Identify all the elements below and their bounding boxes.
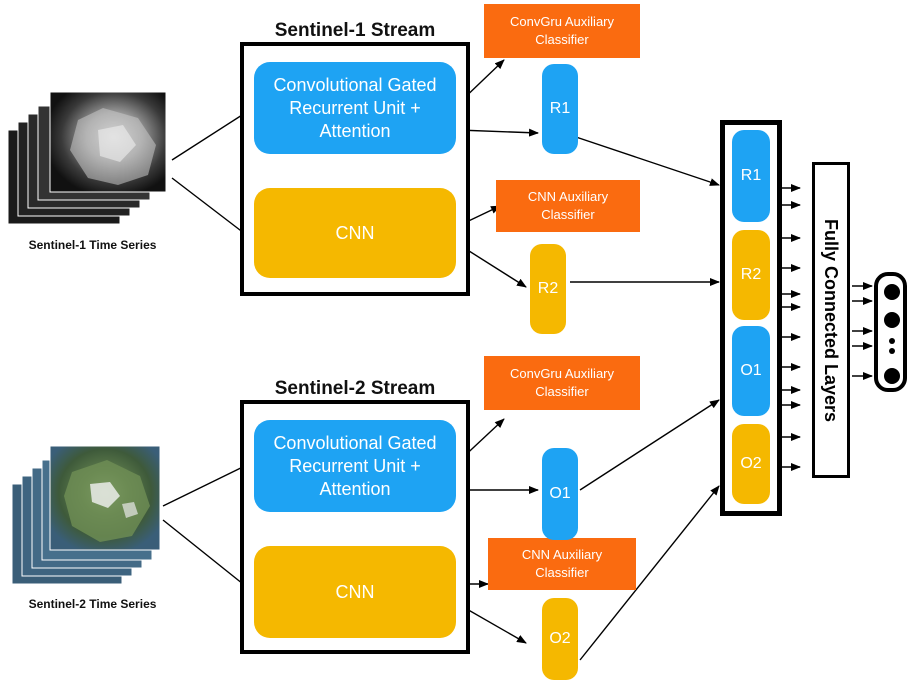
output-node-3 <box>884 368 900 384</box>
s2-convgru-attention-block: Convolutional Gated Recurrent Unit + Att… <box>254 420 456 512</box>
ellipsis-dot-2 <box>889 348 895 354</box>
sentinel-1-stream-title: Sentinel-1 Stream <box>274 20 436 41</box>
fully-connected-layers-box: Fully Connected Layers <box>812 162 850 478</box>
fully-connected-layers-label: Fully Connected Layers <box>821 218 842 422</box>
sar-image-stack-graphic <box>7 91 167 225</box>
s2-cnn-block: CNN <box>254 546 456 638</box>
s2-output-o1: O1 <box>542 448 578 540</box>
output-node-1 <box>884 284 900 300</box>
s2-cnn-aux-classifier: CNN Auxiliary Classifier <box>488 538 636 590</box>
s1-cnn-aux-classifier: CNN Auxiliary Classifier <box>496 180 640 232</box>
concat-item-o2: O2 <box>732 424 770 504</box>
s2-convgru-aux-classifier: ConvGru Auxiliary Classifier <box>484 356 640 410</box>
sentinel-1-series-caption: Sentinel-1 Time Series <box>28 238 157 252</box>
s1-output-r1: R1 <box>542 64 578 154</box>
s1-output-r2: R2 <box>530 244 566 334</box>
optical-image-stack-graphic <box>11 445 161 585</box>
s2-output-o2: O2 <box>542 598 578 680</box>
sentinel-2-series-caption: Sentinel-2 Time Series <box>28 597 157 611</box>
output-nodes-box <box>874 272 907 392</box>
s1-convgru-attention-block: Convolutional Gated Recurrent Unit + Att… <box>254 62 456 154</box>
sentinel-2-stream-title: Sentinel-2 Stream <box>274 378 436 399</box>
concat-item-r2: R2 <box>732 230 770 320</box>
sentinel-2-image-stack <box>11 444 162 588</box>
concat-item-o1: O1 <box>732 326 770 416</box>
output-node-2 <box>884 312 900 328</box>
s1-convgru-aux-classifier: ConvGru Auxiliary Classifier <box>484 4 640 58</box>
sentinel-1-image-stack <box>7 90 168 230</box>
ellipsis-dot-1 <box>889 338 895 344</box>
concat-item-r1: R1 <box>732 130 770 222</box>
s1-cnn-block: CNN <box>254 188 456 278</box>
